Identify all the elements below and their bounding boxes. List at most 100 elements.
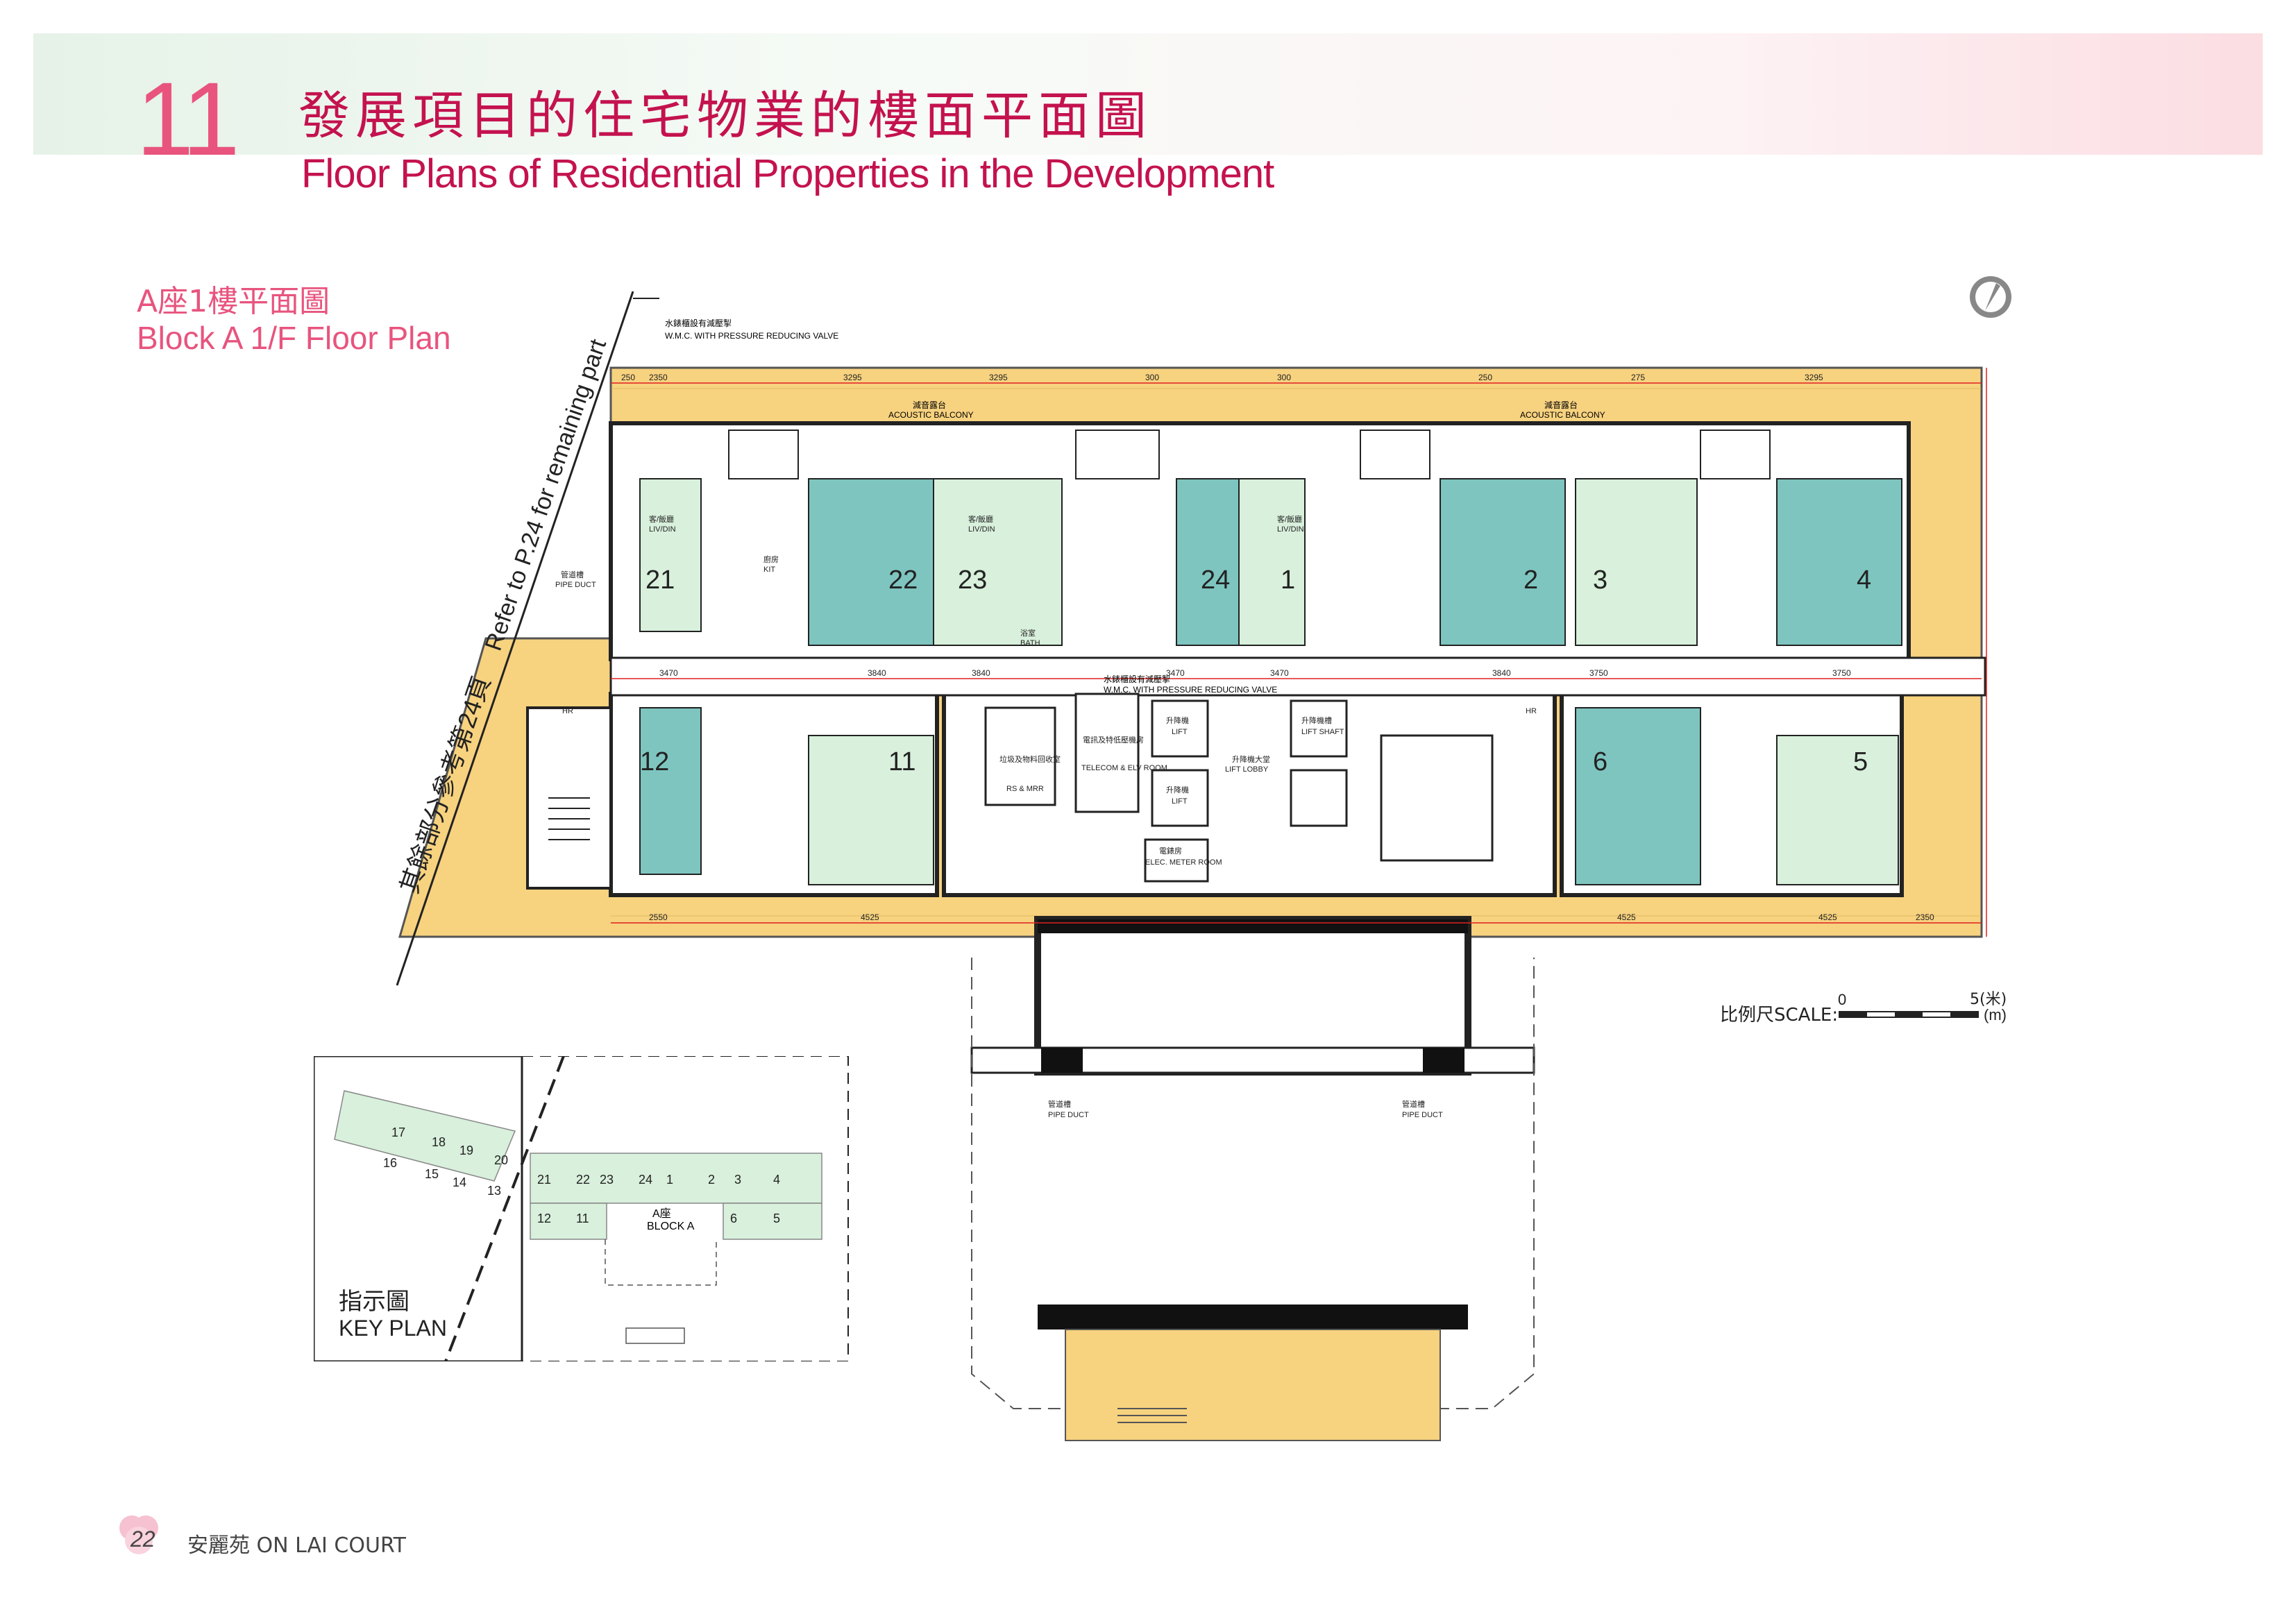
- dim-mid-23: 3840: [1492, 668, 1511, 678]
- kit-en: KIT: [763, 566, 775, 574]
- flat-22: 22: [888, 566, 918, 595]
- kp-flat-3: 3: [734, 1173, 741, 1187]
- dim-top-14: 3295: [989, 373, 1008, 382]
- kp-flat-6: 6: [730, 1212, 737, 1225]
- refuse-zh: 垃圾及物料回收室: [999, 754, 1061, 764]
- balcony-label-en-2: ACOUSTIC BALCONY: [1520, 410, 1605, 420]
- page-title-zh: 發展項目的住宅物業的樓面平面圖: [298, 86, 1152, 146]
- pipe-en-lower-2: PIPE DUCT: [1402, 1111, 1443, 1119]
- dim-bot-6: 4525: [861, 912, 879, 922]
- dim-mid-9: 3840: [972, 668, 990, 678]
- kp-flat-20: 20: [494, 1153, 508, 1167]
- kp-flat-5: 5: [773, 1212, 780, 1225]
- scale-zero: 0: [1838, 991, 1847, 1008]
- liv-en-1: LIV/DIN: [1277, 525, 1304, 534]
- liv-zh: 客/飯廳: [649, 514, 674, 524]
- dim-mid-25: 3750: [1589, 668, 1608, 678]
- hr-label: HR: [562, 707, 573, 715]
- kp-block-en: BLOCK A: [647, 1221, 695, 1232]
- elec-zh: 電錶房: [1159, 847, 1182, 856]
- hr-label-2: HR: [1526, 707, 1537, 715]
- kp-block-zh: A座: [652, 1207, 671, 1220]
- liv-en-23: LIV/DIN: [968, 525, 995, 534]
- kp-flat-24: 24: [639, 1173, 652, 1187]
- telecom-zh: 電訊及特低壓機房: [1083, 735, 1144, 745]
- dim-top-22: 300: [1277, 373, 1291, 382]
- valve-label-en-2: W.M.C. WITH PRESSURE REDUCING VALVE: [1104, 685, 1277, 695]
- flower-logo-icon: [119, 1515, 158, 1554]
- flat-3: 3: [1593, 566, 1607, 595]
- kp-flat-11: 11: [576, 1212, 589, 1225]
- lift-en-2: LIFT: [1172, 797, 1188, 806]
- dim-mid-17: 3470: [1270, 668, 1289, 678]
- dim-bot-15: 2350: [1916, 912, 1934, 922]
- flat-21: 21: [645, 566, 675, 595]
- kp-flat-16: 16: [383, 1156, 397, 1170]
- dim-top-0: 250: [621, 373, 635, 382]
- elec-en: ELEC. METER ROOM: [1145, 858, 1222, 867]
- plan-title-zh: A座1樓平面圖: [137, 284, 330, 319]
- key-plan-label-en: KEY PLAN: [339, 1316, 447, 1341]
- balcony-label-zh-2: 減音露台: [1544, 400, 1578, 410]
- flat-24: 24: [1201, 566, 1230, 595]
- dim-top-8: 3295: [843, 373, 862, 382]
- flat-2: 2: [1523, 566, 1538, 595]
- liv-zh-1: 客/飯廳: [1277, 514, 1302, 524]
- kp-flat-23: 23: [600, 1173, 614, 1187]
- dim-top-29: 250: [1478, 373, 1492, 382]
- kp-flat-14: 14: [453, 1175, 466, 1189]
- kp-flat-21: 21: [537, 1173, 551, 1187]
- kp-flat-4: 4: [773, 1173, 780, 1187]
- kp-flat-2: 2: [708, 1173, 715, 1187]
- valve-label-en: W.M.C. WITH PRESSURE REDUCING VALVE: [665, 331, 838, 341]
- bath-en: BATH: [1020, 639, 1040, 647]
- kp-flat-22: 22: [576, 1173, 590, 1187]
- kp-flat-1: 1: [666, 1173, 673, 1187]
- dim-bot-8: 4525: [1617, 912, 1636, 922]
- page-title-en: Floor Plans of Residential Properties in…: [301, 151, 1274, 196]
- pipe-en: PIPE DUCT: [555, 581, 596, 589]
- scale-unit: (m): [1984, 1006, 2007, 1023]
- flat-23: 23: [958, 566, 987, 595]
- kit-zh: 廚房: [763, 554, 779, 564]
- lift-shaft-zh: 升降機槽: [1301, 715, 1332, 725]
- lift-en: LIFT: [1172, 728, 1188, 736]
- pipe-zh: 管道槽: [561, 570, 584, 579]
- lobby-zh: 升降機大堂: [1232, 754, 1270, 764]
- valve-label-zh-2: 水錶櫃設有減壓掣: [1104, 674, 1170, 684]
- lobby-en: LIFT LOBBY: [1225, 765, 1269, 774]
- flat-5: 5: [1853, 747, 1868, 776]
- flat-6: 6: [1593, 747, 1607, 776]
- liv-en: LIV/DIN: [649, 525, 676, 534]
- kp-flat-12: 12: [537, 1212, 551, 1225]
- flat-11: 11: [888, 747, 915, 776]
- valve-label-zh: 水錶櫃設有減壓掣: [665, 318, 732, 328]
- dim-top-41: 3295: [1805, 373, 1823, 382]
- kp-flat-13: 13: [487, 1184, 501, 1198]
- dim-bot-13: 4525: [1818, 912, 1837, 922]
- kp-flat-19: 19: [459, 1144, 473, 1157]
- dim-mid-1: 3470: [659, 668, 678, 678]
- liv-zh-23: 客/飯廳: [968, 514, 993, 524]
- section-number: 11: [136, 60, 240, 177]
- bath-zh: 浴室: [1020, 628, 1036, 638]
- lift-zh: 升降機: [1166, 715, 1189, 725]
- telecom-en: TELECOM & ELV ROOM: [1081, 764, 1167, 772]
- dim-mid-15: 3470: [1166, 668, 1185, 678]
- lift-shaft-en: LIFT SHAFT: [1301, 728, 1344, 736]
- scale-five: 5(米): [1970, 991, 2007, 1008]
- balcony-label-zh: 減音露台: [913, 400, 946, 410]
- dim-top-20: 300: [1145, 373, 1159, 382]
- flat-12: 12: [640, 747, 669, 776]
- lift-zh-2: 升降機: [1166, 785, 1189, 794]
- flat-4: 4: [1857, 566, 1871, 595]
- key-plan: 17 18 19 20 16 15 14 13 21 22 23 24 1 2 …: [314, 1056, 849, 1361]
- kp-flat-15: 15: [425, 1167, 439, 1181]
- footer-name: 安麗苑 ON LAI COURT: [187, 1533, 406, 1558]
- flat-1: 1: [1281, 566, 1295, 595]
- pipe-zh-lower-2: 管道槽: [1402, 1099, 1425, 1109]
- dim-top-35: 275: [1631, 373, 1645, 382]
- key-plan-label-zh: 指示圖: [339, 1288, 410, 1316]
- dim-top-1: 2350: [649, 373, 668, 382]
